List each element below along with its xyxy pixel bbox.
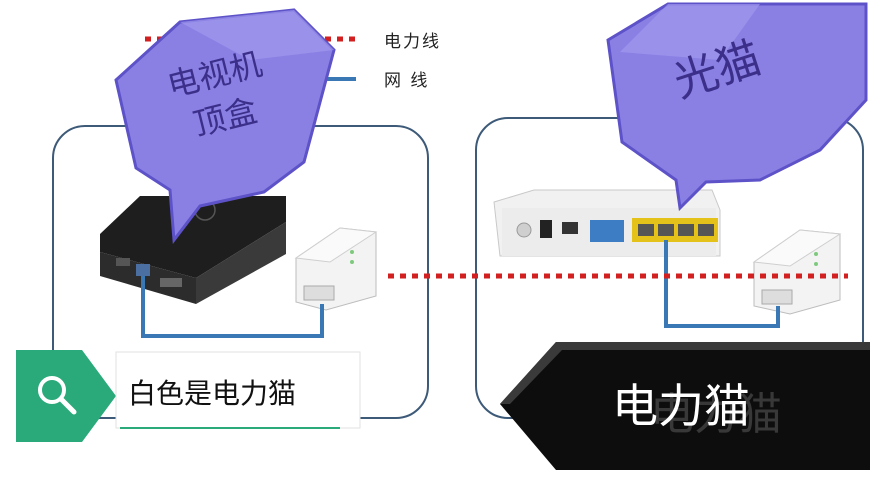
optical-modem-device xyxy=(493,189,721,257)
right-network-cable xyxy=(664,240,780,328)
dark-banner-text: 电力猫 xyxy=(612,379,750,433)
left-network-cable xyxy=(141,276,324,338)
search-bar xyxy=(16,350,361,442)
left-powerline-adapter xyxy=(294,227,378,311)
legend-power-line-label: 电力线 xyxy=(384,32,441,52)
dark-banner-text-shadow: 电力猫 xyxy=(650,389,782,440)
optical-modem-callout xyxy=(606,2,868,212)
set-top-box-callout xyxy=(114,8,336,245)
legend-network-line-label: 网 线 xyxy=(384,71,430,91)
dark-banner xyxy=(500,342,870,470)
search-bar-text: 白色是电力猫 xyxy=(128,377,297,410)
right-powerline-adapter xyxy=(752,229,842,315)
search-icon xyxy=(38,376,77,415)
